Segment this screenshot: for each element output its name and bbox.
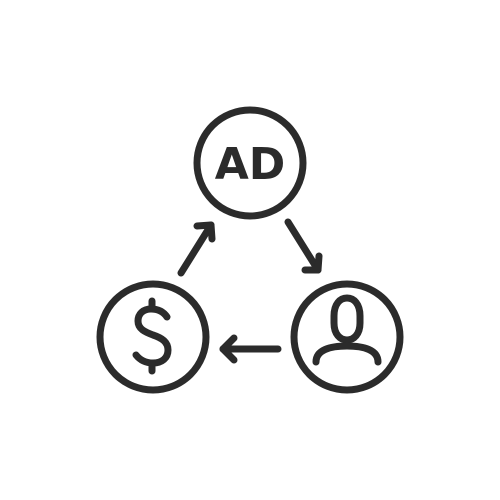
user-node-circle [290,280,404,394]
person-icon [312,294,382,366]
arrow-money-to-ad [177,221,216,277]
arrow-user-to-money [219,334,282,364]
money-node [96,280,210,394]
dollar-icon [132,297,172,375]
ad-node-label: AD [215,139,286,190]
arrow-ad-to-user [284,218,323,274]
money-node-circle [96,280,210,394]
ad-node-circle [193,106,307,220]
ad-node: AD [193,106,307,220]
user-node [290,280,404,394]
